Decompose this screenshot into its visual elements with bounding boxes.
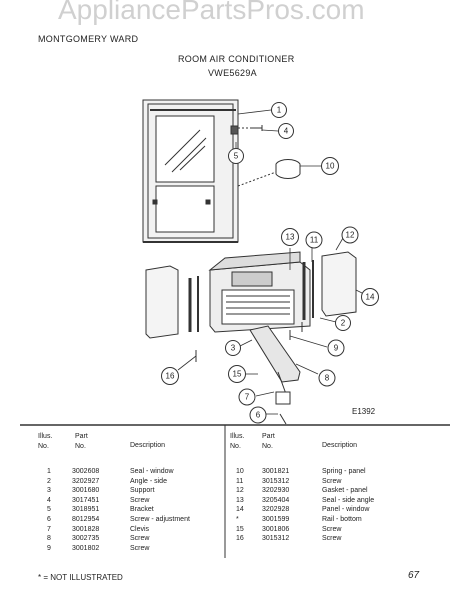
callout-6: 6 bbox=[249, 406, 267, 424]
left-illus-column: 1 2 3 4 5 6 7 8 9 bbox=[47, 467, 51, 553]
callout-3-label: 3 bbox=[231, 344, 236, 353]
callout-16: 16 bbox=[161, 367, 179, 385]
watermark: AppliancePartsPros.com bbox=[58, 0, 365, 25]
header-desc-left: Description bbox=[130, 442, 166, 449]
header-illus-left: Illus. No. bbox=[38, 433, 53, 450]
callout-10: 10 bbox=[321, 157, 339, 175]
left-desc-column: Seal - window Angle - side Support Screw… bbox=[130, 468, 190, 552]
callout-11-label: 11 bbox=[310, 236, 319, 245]
callout-6-label: 6 bbox=[256, 411, 261, 420]
callout-16-label: 16 bbox=[166, 372, 175, 381]
header-part-right: Part No. bbox=[262, 433, 275, 450]
callout-2-label: 2 bbox=[341, 319, 346, 328]
table-row: 14 bbox=[236, 506, 244, 514]
callout-14: 14 bbox=[361, 288, 379, 306]
table-row: 16 bbox=[236, 535, 244, 543]
table-row: 5 bbox=[47, 506, 51, 514]
table-row: 10 bbox=[236, 468, 244, 475]
callout-11: 11 bbox=[305, 231, 323, 249]
callout-5: 5 bbox=[228, 148, 244, 164]
callout-3: 3 bbox=[225, 340, 241, 356]
callout-8-label: 8 bbox=[325, 374, 330, 383]
header-desc-right: Description bbox=[322, 442, 358, 449]
spring-panel-part bbox=[275, 159, 301, 179]
callout-2: 2 bbox=[335, 315, 351, 331]
callout-9: 9 bbox=[327, 339, 345, 357]
window-frame bbox=[142, 99, 239, 243]
callout-1-label: 1 bbox=[277, 106, 282, 115]
callout-15: 15 bbox=[228, 365, 246, 383]
document-title: ROOM AIR CONDITIONER bbox=[178, 54, 295, 64]
table-row: 7 bbox=[47, 525, 51, 533]
right-side-panel bbox=[302, 251, 357, 320]
table-row: 1 bbox=[47, 468, 51, 475]
page-mark: 67 bbox=[408, 570, 420, 581]
table-row: 3 bbox=[47, 487, 51, 495]
diagram-id: E1392 bbox=[352, 407, 376, 416]
callout-13-label: 13 bbox=[286, 233, 295, 242]
right-desc-column: Spring - panel Screw Gasket - panel Seal… bbox=[322, 468, 375, 543]
table-row: 6 bbox=[47, 515, 51, 523]
callout-4: 4 bbox=[278, 123, 294, 139]
callout-5-label: 5 bbox=[234, 152, 239, 161]
ac-unit bbox=[208, 251, 311, 333]
table-row: 8 bbox=[47, 535, 51, 543]
callout-13: 13 bbox=[281, 228, 299, 246]
callout-1: 1 bbox=[271, 102, 287, 118]
table-row: 9 bbox=[47, 544, 51, 552]
callout-8: 8 bbox=[318, 369, 336, 387]
table-row: 13 bbox=[236, 496, 244, 504]
callout-14-label: 14 bbox=[366, 293, 375, 302]
callout-10-label: 10 bbox=[326, 162, 335, 171]
table-row: * bbox=[236, 515, 239, 523]
callout-9-label: 9 bbox=[334, 344, 339, 353]
callout-12: 12 bbox=[341, 226, 359, 244]
model-number: VWE5629A bbox=[208, 68, 257, 78]
left-part-column: 3002608 3202927 3001680 3017451 3018951 … bbox=[72, 468, 100, 552]
support-bracket bbox=[249, 325, 301, 405]
callout-7-label: 7 bbox=[245, 393, 250, 402]
brand-name: MONTGOMERY WARD bbox=[38, 34, 139, 44]
callout-4-label: 4 bbox=[284, 127, 289, 136]
table-row: 12 bbox=[236, 487, 244, 495]
right-part-column: 3001821 3015312 3202930 3205404 3202928 … bbox=[262, 468, 290, 543]
callout-7: 7 bbox=[238, 388, 256, 406]
right-illus-column: 10 11 12 13 14 * 15 16 bbox=[236, 467, 244, 544]
table-row: 4 bbox=[47, 496, 51, 504]
callout-12-label: 12 bbox=[346, 231, 355, 240]
header-part-left: Part No. bbox=[75, 433, 88, 450]
header-illus-right: Illus. No. bbox=[230, 433, 245, 450]
footnote: * = NOT ILLUSTRATED bbox=[38, 573, 123, 582]
table-row: 2 bbox=[47, 477, 51, 485]
callout-15-label: 15 bbox=[233, 370, 242, 379]
left-side-panel bbox=[145, 265, 199, 339]
table-row: 15 bbox=[236, 525, 244, 533]
table-row: 11 bbox=[236, 477, 244, 485]
